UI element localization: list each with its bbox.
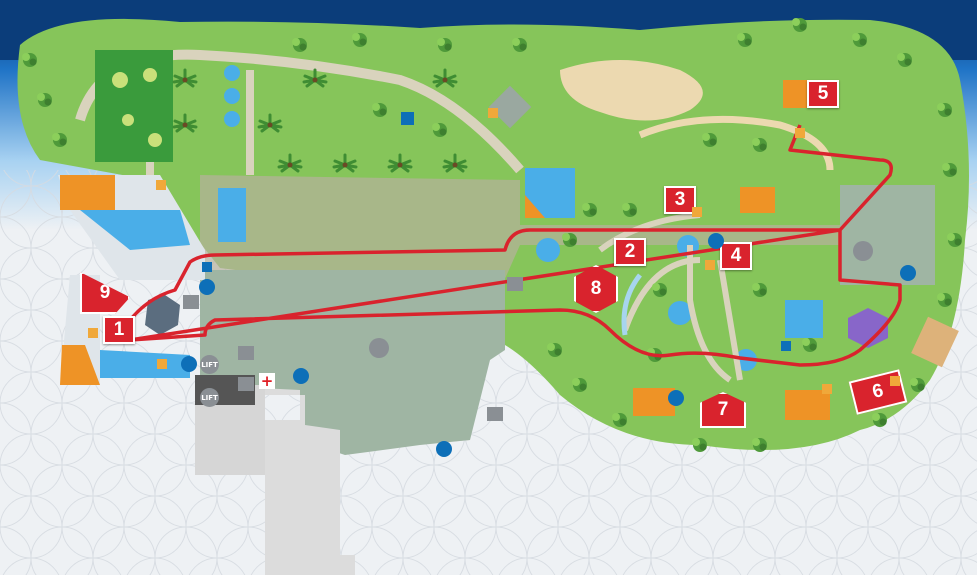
garden-pavilion [740, 187, 775, 213]
toilets-icon[interactable] [668, 390, 684, 406]
marker-3[interactable]: 3 [664, 186, 696, 214]
lounger-icon [890, 376, 900, 386]
toilets-icon[interactable] [293, 368, 309, 384]
pavilion-icon [848, 308, 888, 348]
stairs-icon[interactable] [238, 377, 254, 391]
sw-pavilion [60, 345, 100, 385]
stairs-icon[interactable] [183, 295, 199, 309]
marker-4[interactable]: 4 [720, 242, 752, 270]
restaurant-icon[interactable] [369, 338, 389, 358]
restaurant-icon[interactable] [853, 241, 873, 261]
lower-pool [100, 350, 190, 378]
se-pavilion [785, 390, 830, 420]
lounger-icon [822, 384, 832, 394]
marker-5[interactable]: 5 [807, 80, 839, 108]
drinking-water-icon [202, 262, 212, 272]
toilets-icon[interactable] [900, 265, 916, 281]
walking-route [118, 124, 902, 367]
lounger-icon [705, 260, 715, 270]
stairs-icon[interactable] [238, 346, 254, 360]
east-restaurant [840, 185, 935, 285]
stairs-icon[interactable] [507, 277, 523, 291]
marker-1[interactable]: 1 [103, 316, 135, 344]
main-pool [80, 210, 190, 250]
first-aid-icon[interactable]: + [259, 371, 275, 390]
east-pool-2 [785, 300, 823, 338]
entrance-building [195, 385, 355, 575]
west-pavilion [60, 175, 115, 210]
fountain-pool-1 [224, 65, 240, 81]
no-smoking-icon [401, 112, 414, 125]
marker-2[interactable]: 2 [614, 238, 646, 266]
lounger-icon [488, 108, 498, 118]
toilets-icon[interactable] [181, 356, 197, 372]
pond-3 [668, 301, 692, 325]
garden-path [638, 115, 834, 171]
fountain-pool-3 [224, 111, 240, 127]
pond-1 [536, 238, 560, 262]
lounger-icon [88, 328, 98, 338]
drinking-water-icon [781, 341, 791, 351]
pool-gazebo [145, 295, 180, 335]
toilets-icon[interactable] [708, 233, 724, 249]
spa-hut [911, 316, 959, 368]
lounger-icon [157, 359, 167, 369]
lounger-icon [795, 128, 805, 138]
lap-pool [218, 188, 246, 242]
fountain-pool-2 [224, 88, 240, 104]
beach-area [560, 60, 703, 121]
garden-walks [598, 212, 743, 383]
lounger-icon [156, 180, 166, 190]
east-pool-1 [525, 168, 575, 218]
stairs-icon[interactable] [487, 407, 503, 421]
forest-block [95, 50, 173, 162]
lift-icon[interactable]: LIFT [200, 355, 219, 374]
toilets-icon[interactable] [199, 279, 215, 295]
toilets-icon[interactable] [436, 441, 452, 457]
lift-icon[interactable]: LIFT [200, 388, 219, 407]
lounger-icon [692, 207, 702, 217]
south-pavilion [633, 388, 675, 416]
stream [621, 273, 642, 336]
